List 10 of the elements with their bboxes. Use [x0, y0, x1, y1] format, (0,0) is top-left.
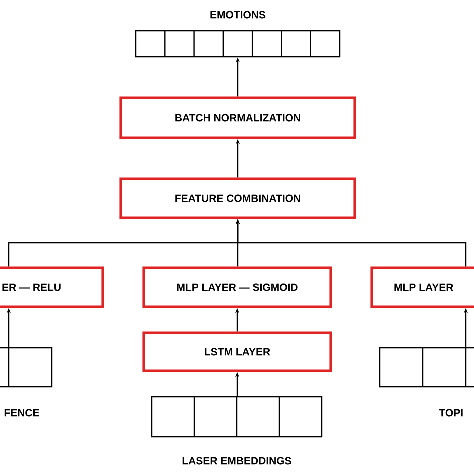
vector-label: TOPI [439, 409, 463, 417]
layer-box: BATCH NORMALIZATION [120, 96, 356, 140]
layer-box: FEATURE COMBINATION [120, 178, 356, 220]
layer-box: LSTM LAYER [142, 332, 332, 372]
layer-box: ER — RELU [0, 266, 104, 308]
layer-box: MLP LAYER — SIGMOID [142, 266, 332, 308]
vector-label: FENCE [4, 409, 40, 417]
vector-label: EMOTIONS [210, 11, 266, 19]
layer-box: MLP LAYER [370, 266, 474, 308]
vector-label: LASER EMBEDDINGS [182, 457, 292, 465]
